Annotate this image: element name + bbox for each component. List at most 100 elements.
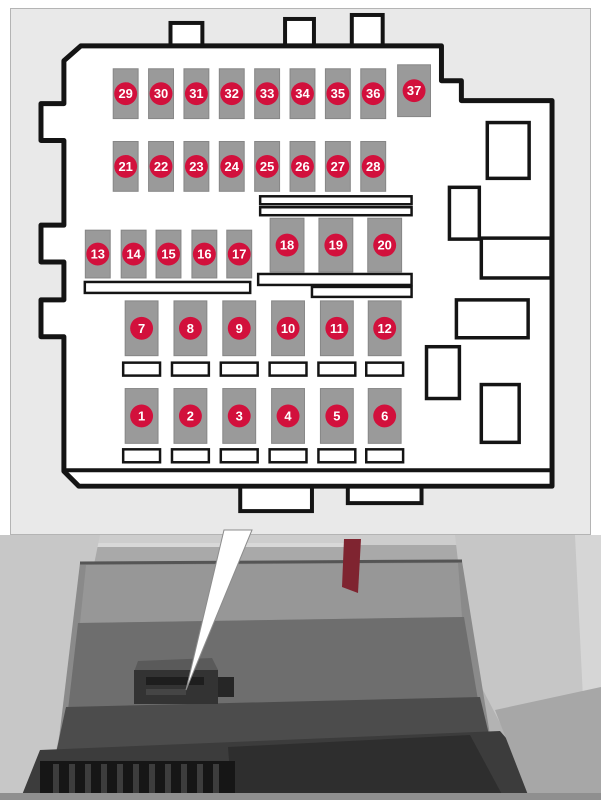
fuse-number-badge [220,154,244,178]
fuse-8: 8 [173,300,208,357]
fuse-number-badge [227,242,251,266]
fuse-number: 24 [225,159,240,174]
fuse-number-badge [291,154,314,178]
fuse-number: 5 [333,408,340,423]
empty-slot [479,382,521,445]
fuse-26: 26 [289,140,316,192]
fuse-10: 10 [271,300,305,357]
fuse-31: 31 [183,68,210,120]
bottom-edge-strip [0,793,601,800]
bumper-ribs [53,764,219,794]
fuse-11: 11 [319,300,354,357]
left-body-panel [0,535,100,800]
fuse-number-badge [373,233,397,257]
fuse-27: 27 [324,140,351,192]
fuse-number-badge [276,404,300,428]
fuse-number: 9 [236,321,243,336]
fuse-number: 33 [260,86,274,101]
fuse-number-badge [220,82,244,106]
fuse-19: 19 [318,217,354,273]
fuse-4: 4 [271,388,305,444]
fuse-number: 17 [232,247,246,262]
fuse-9: 9 [222,300,257,357]
fuse-number-badge [178,404,202,428]
fuse-number: 15 [161,247,175,262]
fuse-number: 11 [330,321,344,336]
fuse-35: 35 [324,68,351,120]
fuse-6: 6 [367,388,402,444]
connector-strip [170,361,211,377]
fuse-36: 36 [360,68,387,120]
fuse-22: 22 [148,140,174,192]
fuse-number: 22 [154,159,168,174]
fuse-14: 14 [120,229,147,279]
fuse-number-badge [122,242,146,266]
fuse-number: 30 [154,86,168,101]
fuse-number: 8 [187,321,194,336]
fuse-number-badge [361,154,385,178]
connector-strip [121,361,162,377]
fuse-number-badge [227,404,251,428]
fuse-number-badge [130,404,154,428]
fuse-number-badge [149,82,173,106]
fuse-30: 30 [148,68,174,120]
fuse-number: 36 [366,86,380,101]
fuse-13: 13 [84,229,111,279]
fuse-number-badge [192,242,216,266]
fuse-2: 2 [173,388,208,444]
connector-strip [317,361,357,377]
fuse-number: 21 [118,159,132,174]
cargo-floor [68,617,478,710]
empty-slot [424,344,462,401]
fuse-number: 26 [295,159,309,174]
fuse-21: 21 [112,140,139,192]
connector-strip [317,448,357,464]
connector-strip [219,448,259,464]
connector-strip [121,448,162,464]
fuse-number-badge [326,82,350,106]
connector-strip [365,361,405,377]
fuse-number-badge [325,404,349,428]
fuse-box-object-body [134,670,218,704]
fuse-number-badge [255,154,279,178]
fuse-number: 18 [280,238,294,253]
fuse-number: 12 [377,321,391,336]
fuse-number: 37 [407,83,421,98]
fuse-number: 4 [284,408,292,423]
fuse-number-badge [275,233,299,257]
fuse-34: 34 [289,68,316,120]
fuse-number-badge [291,82,314,106]
tailgate-sill-highlight [0,535,601,545]
connector-strip [170,448,211,464]
fuse-number-badge [255,82,279,106]
bumper-trim-center [228,735,505,800]
fuse-number: 35 [331,86,345,101]
empty-slot [447,185,482,241]
connector-strip [310,285,413,299]
cargo-area-photo-art [0,535,601,800]
fuse-number: 27 [331,159,345,174]
connector-strip [256,272,413,287]
fuse-3: 3 [222,388,257,444]
bumper-right-light-area [495,687,601,800]
fuse-number-badge [157,242,180,266]
fuse-number-badge [402,79,426,103]
fuse-15: 15 [155,229,182,279]
fuse-1: 1 [124,388,159,444]
fuse-number-badge [361,82,385,106]
fuse-7: 7 [124,300,159,357]
fuse-number-badge [326,154,350,178]
fuse-number-badge [184,154,208,178]
fuse-number-badge [130,316,154,340]
connector-strip [258,195,413,206]
fuse-number: 31 [189,86,203,101]
fuse-number-badge [178,316,202,340]
fuse-number: 7 [138,321,145,336]
fuse-number: 32 [225,86,239,101]
fuse-number-badge [227,316,251,340]
connector-strip [258,205,413,217]
sill-edge-line [0,543,360,547]
fuse-box-object-slot [146,677,204,685]
fuse-number-badge [373,404,397,428]
